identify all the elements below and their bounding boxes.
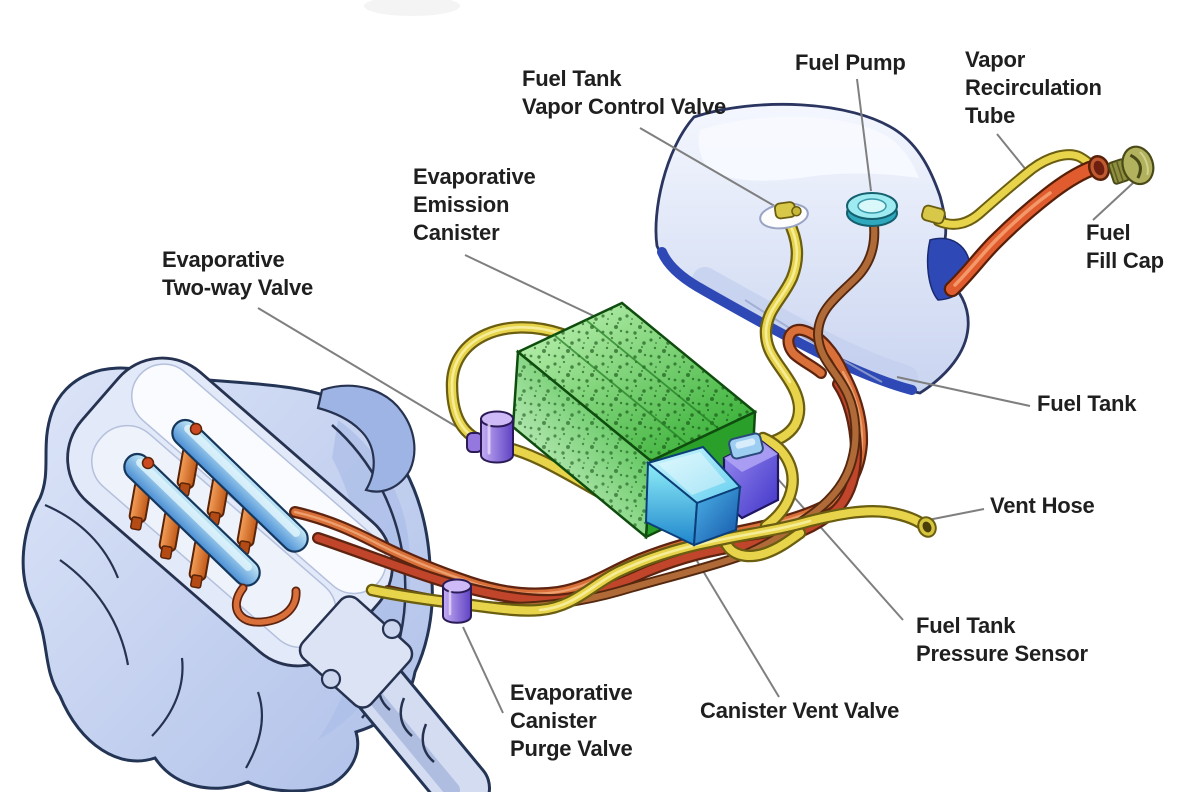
- label-evaporative-two-way-valve: Evaporative Two-way Valve: [162, 247, 314, 300]
- label-evaporative-canister-purge-valve: Evaporative Canister Purge Valve: [510, 680, 633, 761]
- canister-vent-valve: [644, 445, 742, 547]
- fuel-tank-vapor-control-valve-fitting: [759, 201, 809, 230]
- leader-fill-cap: [1092, 182, 1134, 221]
- filler-opening: [1087, 155, 1111, 181]
- vent-hose-open-end: [917, 516, 937, 538]
- leader-two-way-valve: [257, 307, 478, 440]
- leader-fuel-pump: [856, 78, 872, 192]
- label-vapor-recirculation-tube: Vapor Recirculation Tube: [965, 47, 1102, 128]
- label-vent-hose: Vent Hose: [990, 493, 1095, 518]
- label-fuel-tank: Fuel Tank: [1037, 391, 1137, 416]
- label-fuel-fill-cap: Fuel Fill Cap: [1086, 220, 1164, 273]
- sensor-connector: [728, 432, 764, 460]
- leader-purge-valve: [462, 626, 504, 714]
- evaporative-canister-purge-valve: [442, 578, 472, 624]
- leader-vent-hose: [927, 508, 985, 521]
- label-fuel-tank-vapor-control-valve: Fuel Tank Vapor Control Valve: [522, 66, 727, 119]
- leader-recirculation-tube: [996, 133, 1028, 172]
- engine: [21, 356, 491, 792]
- leader-lines: [257, 78, 1134, 714]
- fuel-pump-ring: [846, 192, 898, 227]
- fuel-rail: [171, 418, 309, 553]
- fuel-rail: [123, 452, 261, 587]
- recirculation-elbow-fitting: [921, 204, 946, 225]
- fuel-fill-cap: [1107, 145, 1155, 186]
- label-fuel-tank-pressure-sensor: Fuel Tank Pressure Sensor: [916, 613, 1088, 666]
- engine-horn: [316, 384, 416, 493]
- label-fuel-pump: Fuel Pump: [795, 50, 906, 75]
- artifact-smudge: [364, 0, 460, 16]
- fuel-tank-shape: [654, 102, 971, 395]
- filler-tube: [943, 160, 1099, 298]
- leader-canister: [464, 254, 599, 319]
- intake-duct: [298, 595, 491, 792]
- tank-vapor-hose: [741, 213, 806, 454]
- leader-vent-valve: [690, 550, 780, 698]
- label-canister-vent-valve: Canister Vent Valve: [700, 698, 900, 723]
- sensor-wrap-hose: [756, 431, 799, 533]
- leader-pressure-sensor: [776, 477, 904, 621]
- leader-fuel-tank: [896, 376, 1031, 407]
- vapor-recirculation-tube: [932, 149, 1103, 230]
- leader-vapor-control-valve: [639, 127, 779, 209]
- flange-bolt: [381, 618, 403, 640]
- flange-bolt: [320, 668, 342, 690]
- label-evaporative-emission-canister: Evaporative Emission Canister: [413, 164, 536, 245]
- evaporative-two-way-valve: [466, 410, 514, 464]
